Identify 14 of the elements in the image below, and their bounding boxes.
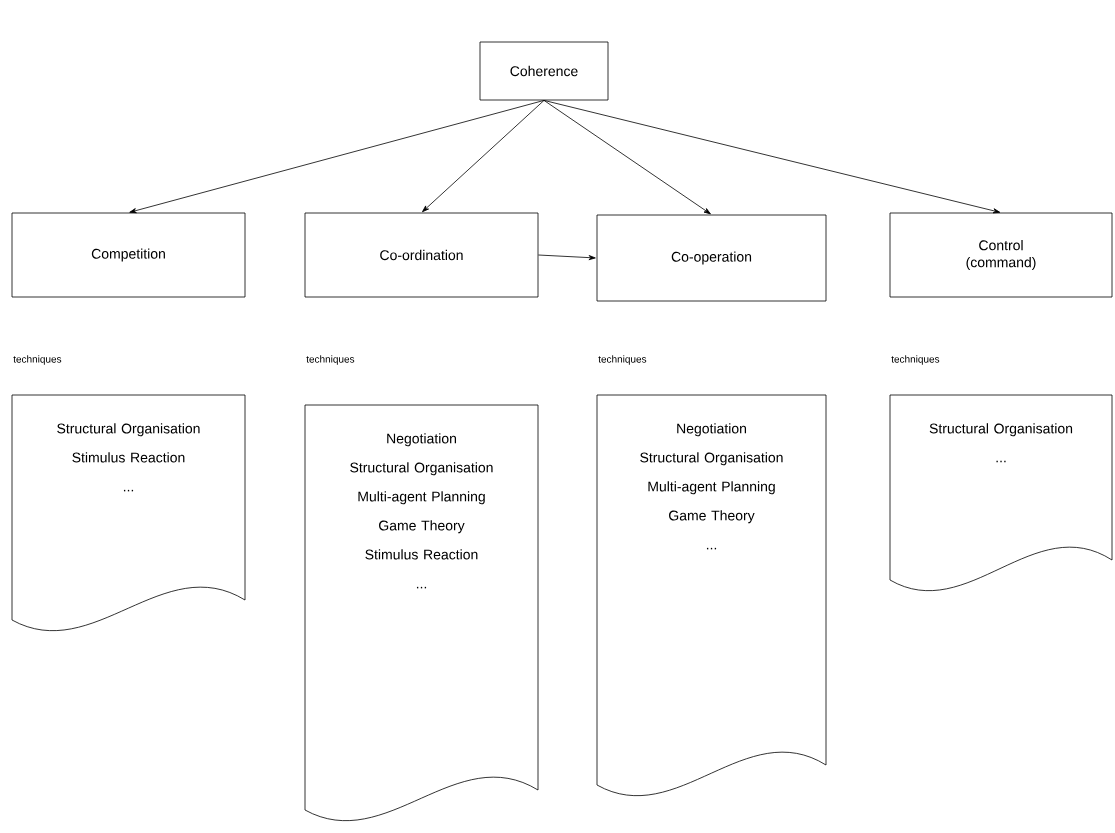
- label-box: Control (command): [889, 212, 1113, 298]
- label-box: Coherence: [479, 41, 609, 101]
- section-label: techniques: [13, 355, 62, 365]
- section-label: techniques: [598, 355, 647, 365]
- arrow: [543, 100, 711, 215]
- section-label: techniques: [306, 355, 355, 365]
- arrow: [538, 254, 596, 261]
- arrow: [129, 100, 545, 214]
- label-box: Competition: [11, 212, 246, 298]
- section-label: techniques: [891, 355, 940, 365]
- arrow: [422, 100, 545, 213]
- label-box: Co-ordination: [304, 212, 539, 298]
- label-box: Co-operation: [596, 214, 827, 302]
- arrow: [543, 100, 1001, 214]
